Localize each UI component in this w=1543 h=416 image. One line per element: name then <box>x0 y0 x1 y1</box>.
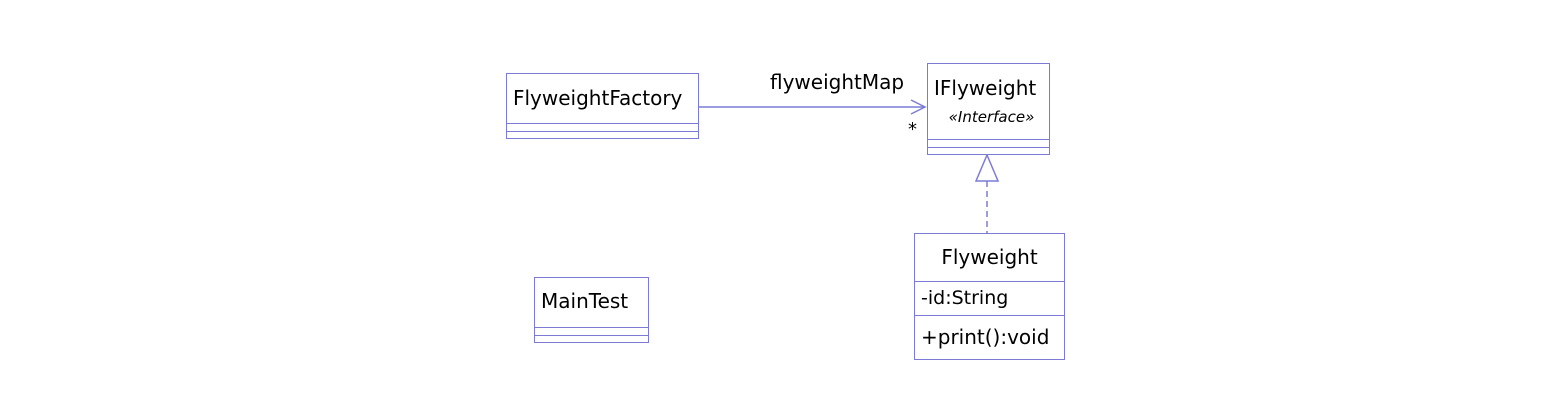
class-flyweightfactory[interactable]: FlyweightFactory <box>506 73 699 139</box>
interface-stereotype: «Interface» <box>948 108 1035 126</box>
operations-compartment <box>928 148 1049 154</box>
interface-iflyweight[interactable]: IFlyweight «Interface» <box>927 63 1050 155</box>
attribute-id: -id:String <box>921 287 1009 309</box>
class-name: FlyweightFactory <box>507 74 698 124</box>
operations-compartment: +print():void <box>915 316 1064 359</box>
attributes-compartment: -id:String <box>915 282 1064 316</box>
interface-header: IFlyweight «Interface» <box>928 64 1049 140</box>
class-name: MainTest <box>535 278 648 328</box>
realization-triangle-icon <box>974 153 1000 182</box>
class-name: Flyweight <box>915 234 1064 282</box>
operations-compartment <box>507 132 698 138</box>
class-flyweight[interactable]: Flyweight -id:String +print():void <box>914 233 1065 360</box>
association-role-label: flyweightMap <box>770 70 905 94</box>
operation-print: +print():void <box>921 325 1050 349</box>
class-maintest[interactable]: MainTest <box>534 277 649 343</box>
attributes-compartment <box>535 328 648 336</box>
attributes-compartment <box>928 140 1049 148</box>
attributes-compartment <box>507 124 698 132</box>
association-multiplicity-label: * <box>908 119 917 140</box>
interface-name: IFlyweight <box>934 76 1037 100</box>
operations-compartment <box>535 336 648 342</box>
association-arrowhead-icon <box>910 99 927 115</box>
